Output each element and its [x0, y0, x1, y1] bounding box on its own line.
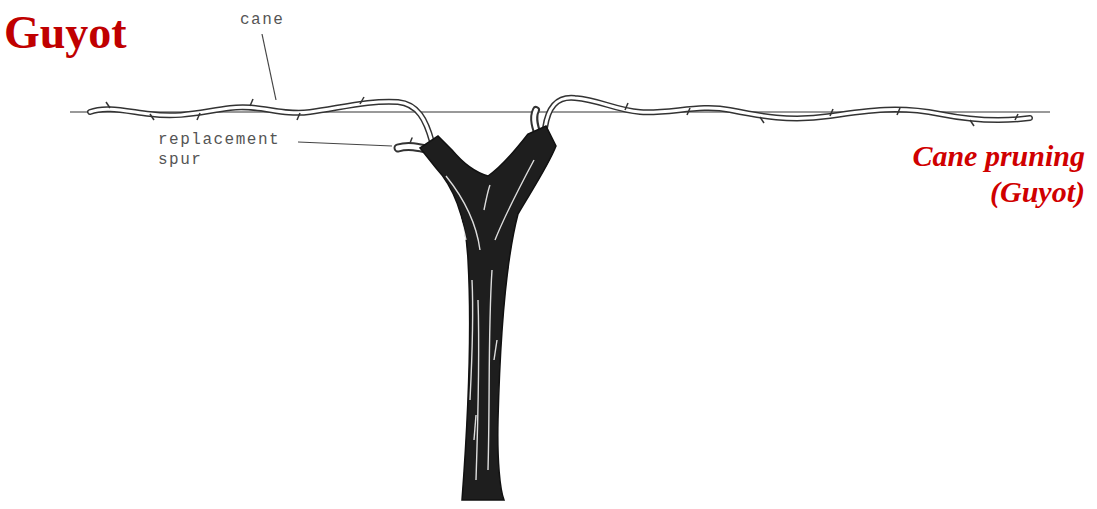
leader-line — [262, 34, 276, 100]
leader-line — [298, 142, 392, 146]
bark-texture — [446, 160, 534, 480]
diagram-title: Guyot — [4, 10, 127, 56]
right-cane — [545, 98, 1030, 128]
part-label: replacement spur — [158, 130, 294, 170]
vine-trunk — [420, 126, 556, 500]
part-label: cane — [240, 10, 284, 30]
diagram-caption: Cane pruning (Guyot) — [870, 138, 1085, 210]
buds — [106, 97, 1018, 126]
